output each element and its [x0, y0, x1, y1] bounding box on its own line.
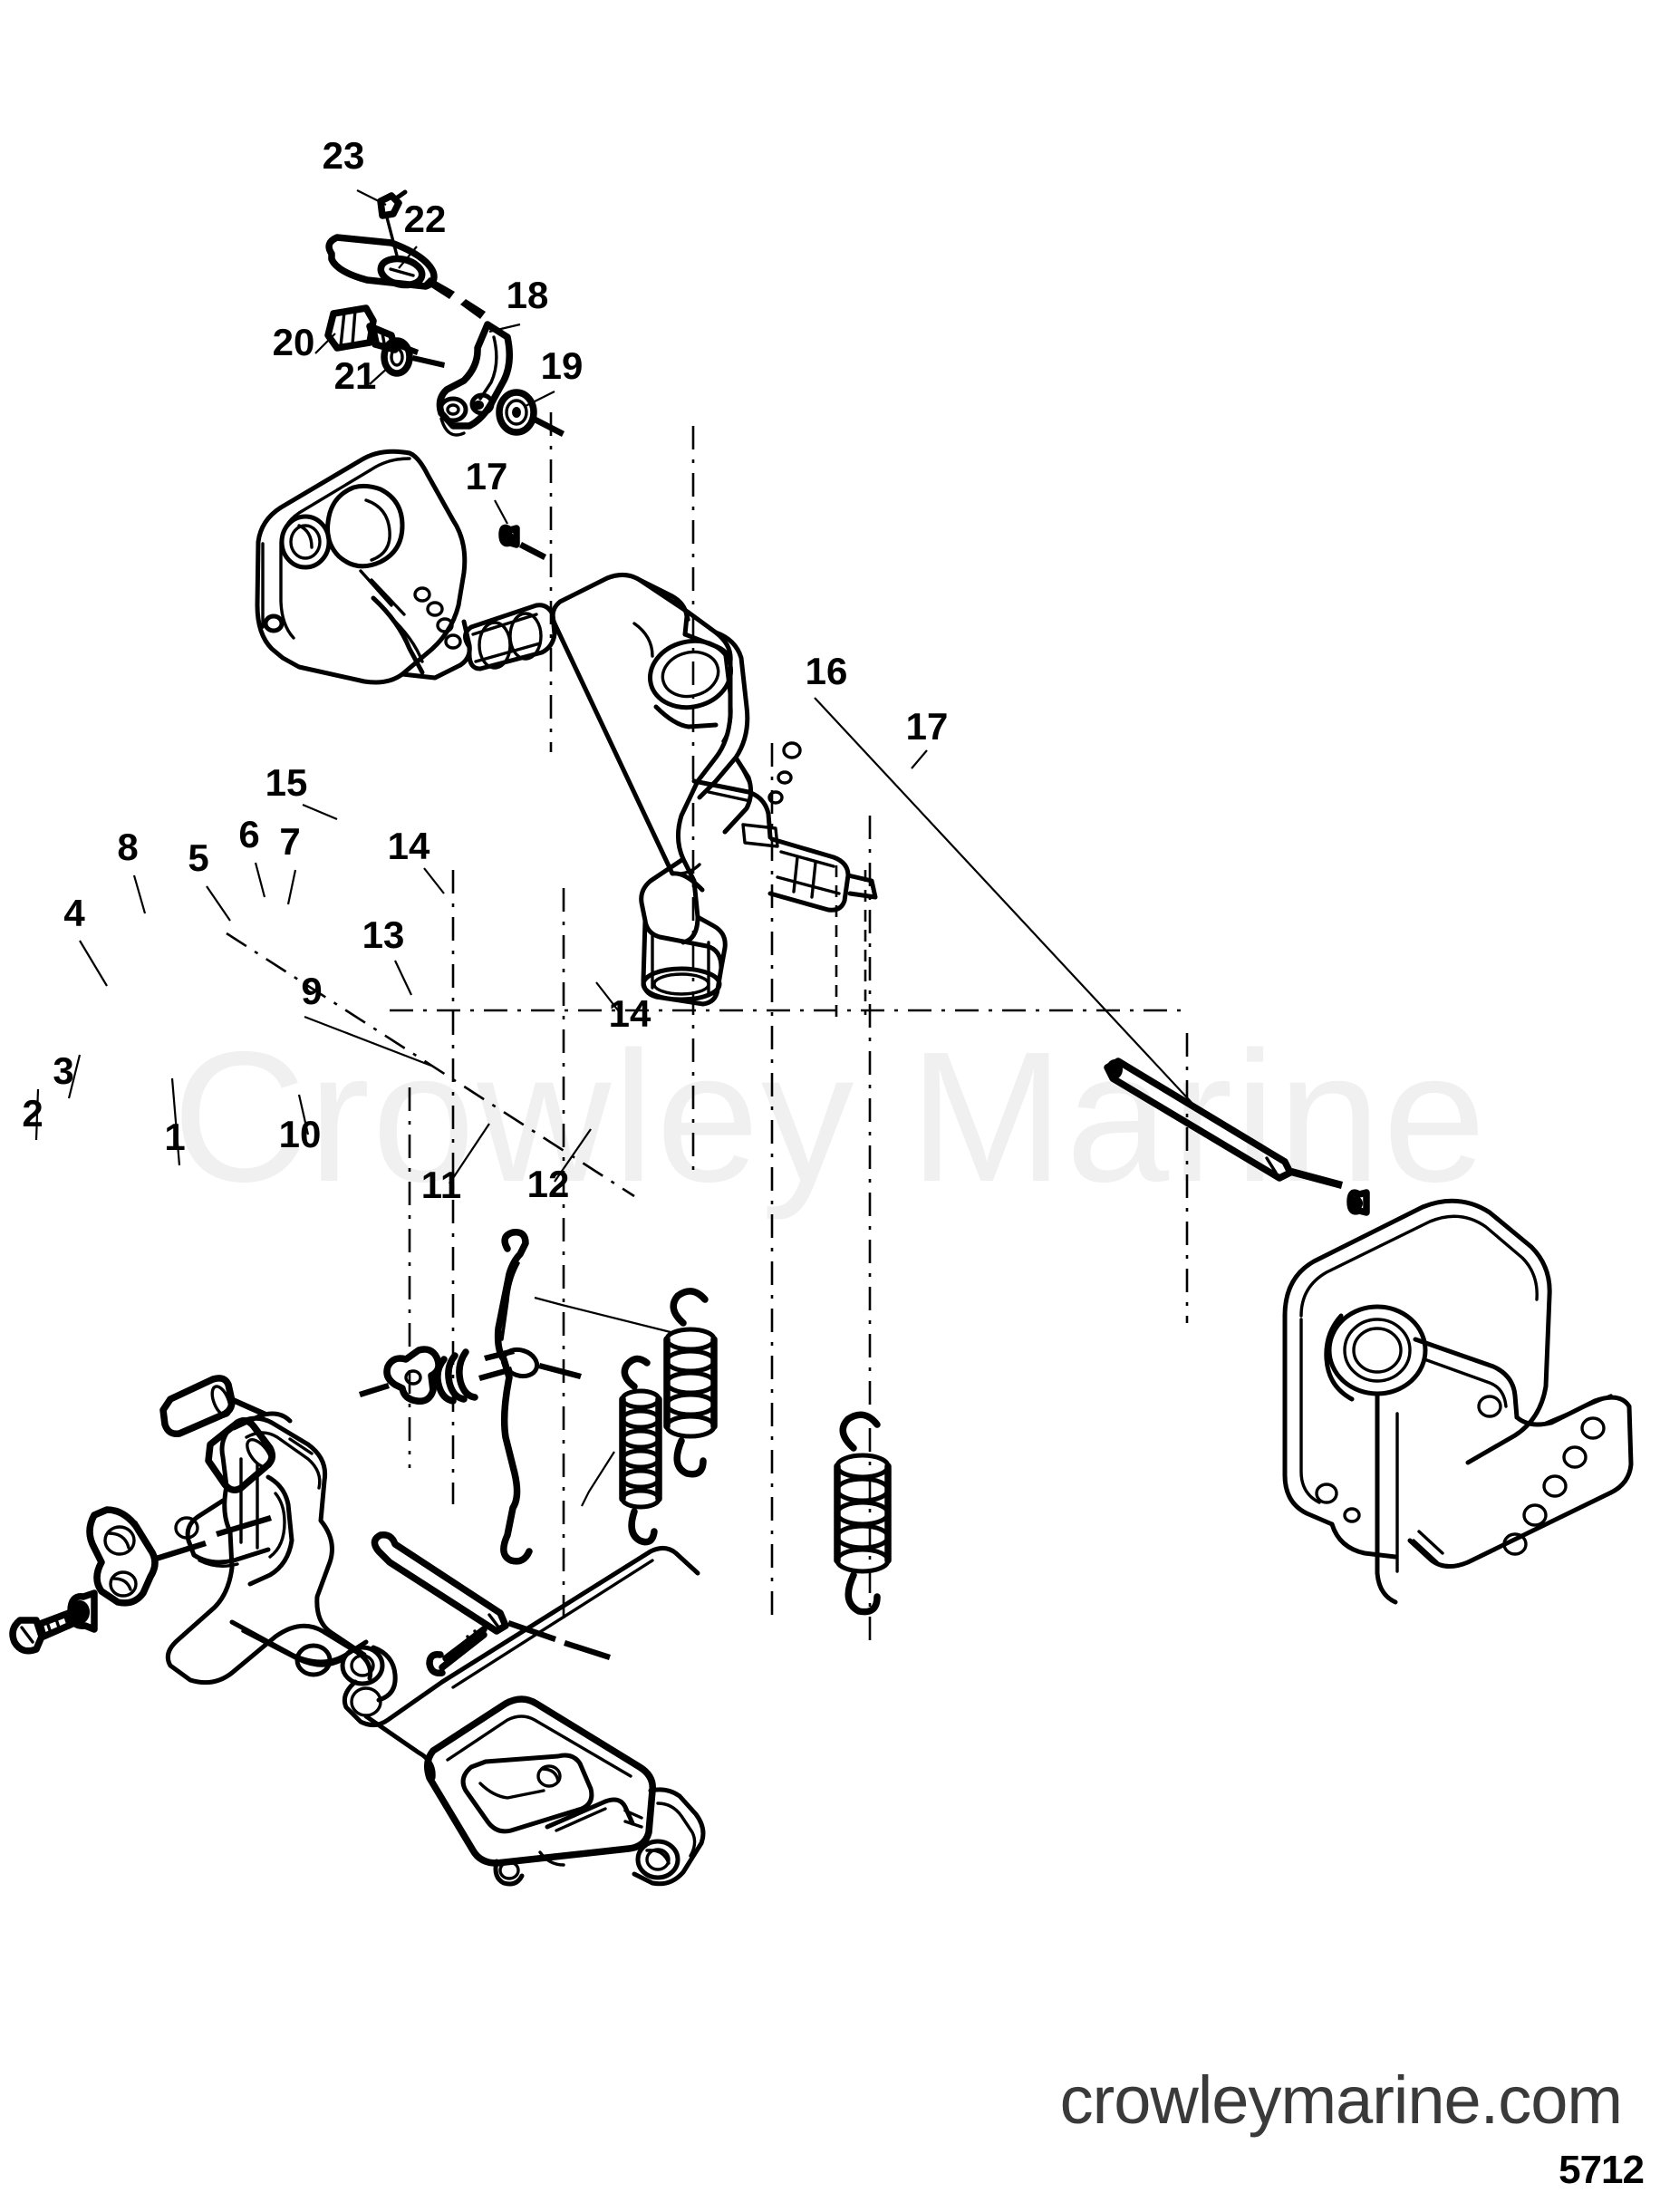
callout-label-14-left: 14: [388, 825, 430, 867]
part-9-rod: [371, 1531, 611, 1660]
callout-label-16: 16: [806, 650, 848, 692]
callout-label-1: 1: [164, 1116, 185, 1158]
callout-label-7: 7: [279, 820, 300, 863]
watermark: Crowley Marine: [172, 1013, 1488, 1221]
callout-label-15: 15: [265, 761, 308, 804]
left-clamp-bracket: [255, 449, 472, 685]
callout-label-4: 4: [63, 892, 85, 934]
callout-label-18: 18: [507, 274, 549, 316]
part-16-pivot-shaft: [1104, 1058, 1343, 1189]
part-15-link-rod: [484, 1229, 582, 1565]
part-1-swivel-bracket-arm: [165, 1411, 398, 1703]
callout-label-10: 10: [279, 1113, 322, 1155]
callout-label-23: 23: [323, 134, 365, 177]
callout-label-8: 8: [117, 826, 138, 868]
part-6-fitting: [359, 1346, 442, 1405]
callout-label-2: 2: [22, 1092, 43, 1135]
callout-label-22: 22: [404, 198, 447, 240]
callout-label-3: 3: [53, 1049, 73, 1092]
site-url-footer: crowleymarine.com: [1059, 2062, 1623, 2138]
callout-label-17-upper: 17: [466, 455, 508, 497]
part-14-spring-right: [834, 1411, 892, 1616]
part-19-bushing: [496, 389, 565, 437]
part-21-washer: [381, 337, 445, 377]
callout-labels: 1 2 3 4 5 6 7 8 9 10 11 12 13 14 14 15 1…: [22, 134, 948, 1206]
part-11-reverse-lock-bracket: [342, 1546, 700, 1867]
callout-label-6: 6: [238, 813, 259, 855]
leader-lines: [34, 189, 1197, 1184]
callout-label-19: 19: [541, 344, 584, 387]
diagram-number: 5712: [1559, 2148, 1645, 2192]
callout-label-20: 20: [273, 321, 315, 363]
callout-label-13: 13: [362, 913, 405, 956]
callout-label-21: 21: [334, 354, 377, 397]
main-swivel-bracket: [463, 573, 878, 1007]
part-10-cotter-pin: [426, 1626, 487, 1677]
center-lines: [226, 412, 1189, 1640]
part-12-lock-lever: [493, 1787, 706, 1887]
part-17-eclip-right: [1346, 1189, 1370, 1216]
part-17-eclip-upper: [498, 524, 546, 560]
callout-label-17-right: 17: [906, 705, 949, 748]
part-23-screw: [377, 189, 408, 257]
part-14-spring-left: [534, 1288, 718, 1478]
callout-label-9: 9: [301, 970, 322, 1012]
part-8-pin-tube: [159, 1375, 266, 1438]
part-13-spring-small: [581, 1355, 662, 1546]
callout-label-5: 5: [188, 836, 208, 879]
part-22-tilt-handle: [325, 234, 486, 319]
callout-label-11: 11: [421, 1164, 461, 1206]
part-2-screw: [9, 1609, 76, 1655]
hidden-lines: [835, 865, 867, 1024]
callout-label-12: 12: [527, 1163, 570, 1205]
right-clamp-bracket: [1282, 1198, 1634, 1605]
callout-label-14-right: 14: [609, 992, 651, 1035]
part-18-lever-arm: [436, 321, 513, 437]
